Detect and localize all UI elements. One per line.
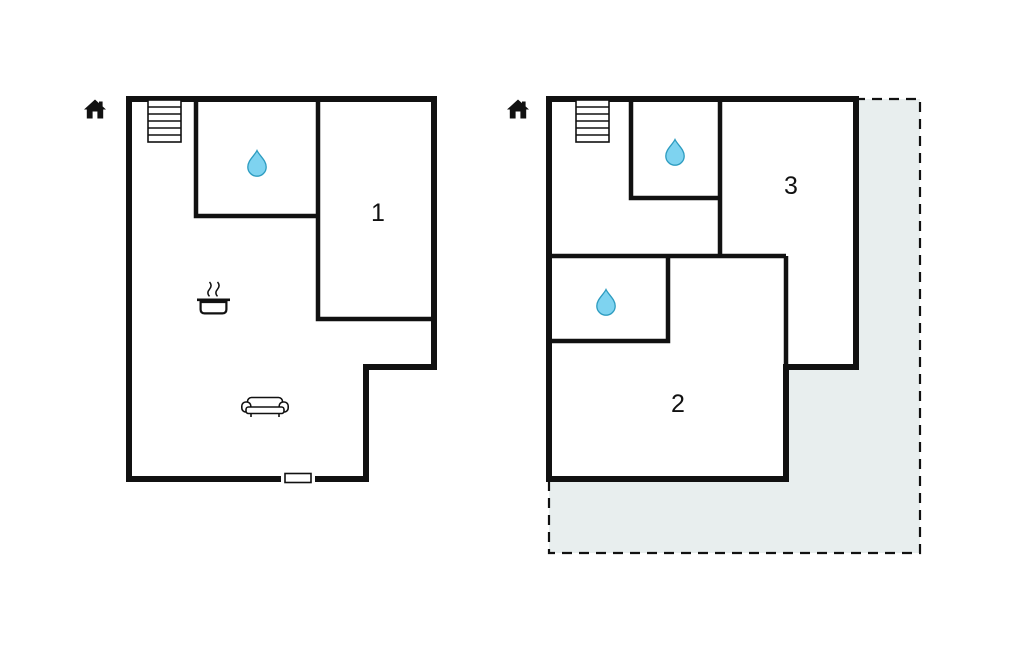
left-floor-plan [126,96,437,486]
room-label-2: 2 [671,390,685,418]
left-plan-outer-walls [126,96,437,482]
room-labels: 1 3 2 [371,172,798,418]
door-icon [284,472,312,484]
left-plan-inner-walls [193,99,434,322]
room-label-1: 1 [371,199,385,227]
sofa-icon [241,396,290,418]
staircase-icon [147,99,182,143]
plan-ink [83,96,922,555]
entrance-house-icon [506,99,530,119]
room-label-3: 3 [784,172,798,200]
entrance-house-icon [83,99,107,119]
right-floor-plan [546,96,859,482]
staircase-icon [575,99,610,143]
right-plan-inner-walls [549,99,789,367]
